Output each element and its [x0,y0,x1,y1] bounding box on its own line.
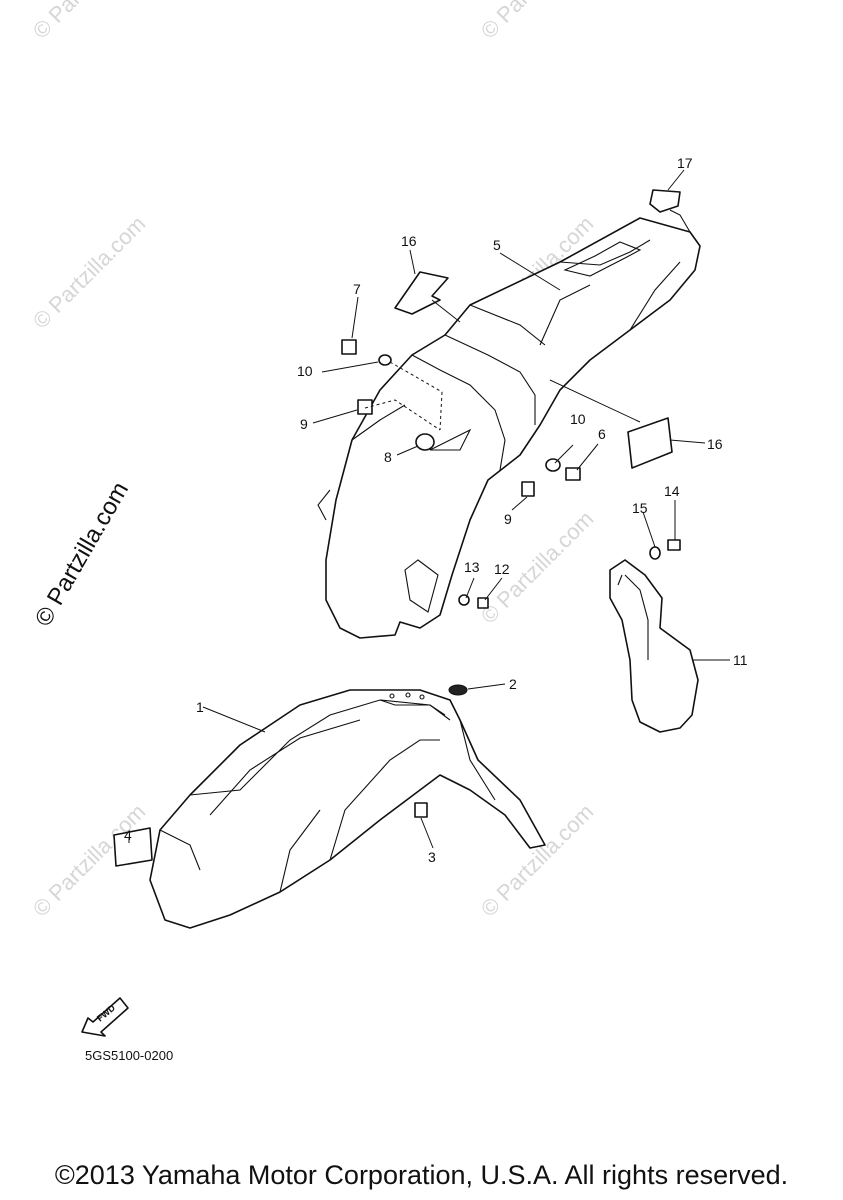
part-14-screw [667,539,681,551]
part-9-nut [521,481,535,497]
part-2-grommet [448,684,468,696]
watermark-text: © Partzilla.com [476,799,599,922]
callout-3: 3 [428,849,436,865]
part-10-collar [378,354,392,366]
front-fender-part [149,689,546,929]
assembly-lines [364,361,443,431]
part-16-decal [394,271,449,315]
part-8-damper [415,433,435,451]
part-4-decal [113,827,153,867]
callout-2: 2 [509,676,517,692]
copyright-notice: ©2013 Yamaha Motor Corporation, U.S.A. A… [54,1160,789,1190]
callout-10: 10 [297,363,313,379]
part-7-bolt [341,339,357,355]
part-12-screw [477,597,489,609]
callout-16: 16 [707,436,723,452]
callout-4: 4 [124,827,132,843]
diagram-code: 5GS5100-0200 [85,1048,173,1063]
part-15-washer [649,546,661,560]
watermark-text: © Partzilla.com [28,0,151,44]
callout-16: 16 [401,233,417,249]
watermark-text: © Partzilla.com [28,211,151,334]
part-13-nut [458,594,470,606]
small-parts [113,189,681,867]
leader-lines [128,169,730,849]
callout-9: 9 [300,416,308,432]
part-6-bolt [565,467,581,481]
callout-10: 10 [570,411,586,427]
callout-15: 15 [632,500,648,516]
mudflap-part [609,559,699,733]
callout-8: 8 [384,449,392,465]
part-16-decal [627,417,673,469]
callout-11: 11 [733,652,748,668]
watermark-large-text: © Partzilla.com [30,477,134,631]
fwd-arrow: FWD [81,997,129,1037]
callout-13: 13 [464,559,480,575]
fwd-arrow-icon [81,997,129,1037]
part-3-bolt [414,802,428,818]
callout-14: 14 [664,483,680,499]
callout-17: 17 [677,155,693,171]
part-17-decal [649,189,681,213]
callout-9: 9 [504,511,512,527]
callout-12: 12 [494,561,510,577]
callout-6: 6 [598,426,606,442]
callout-7: 7 [353,281,361,297]
callout-labels: 1 2 3 4 5 6 7 8 9 9 10 10 11 12 13 14 15… [124,155,748,865]
callout-5: 5 [493,237,501,253]
part-9-nut [357,399,373,415]
rear-fender-part [317,209,701,639]
callout-1: 1 [196,699,204,715]
watermark-text: © Partzilla.com [476,0,599,44]
